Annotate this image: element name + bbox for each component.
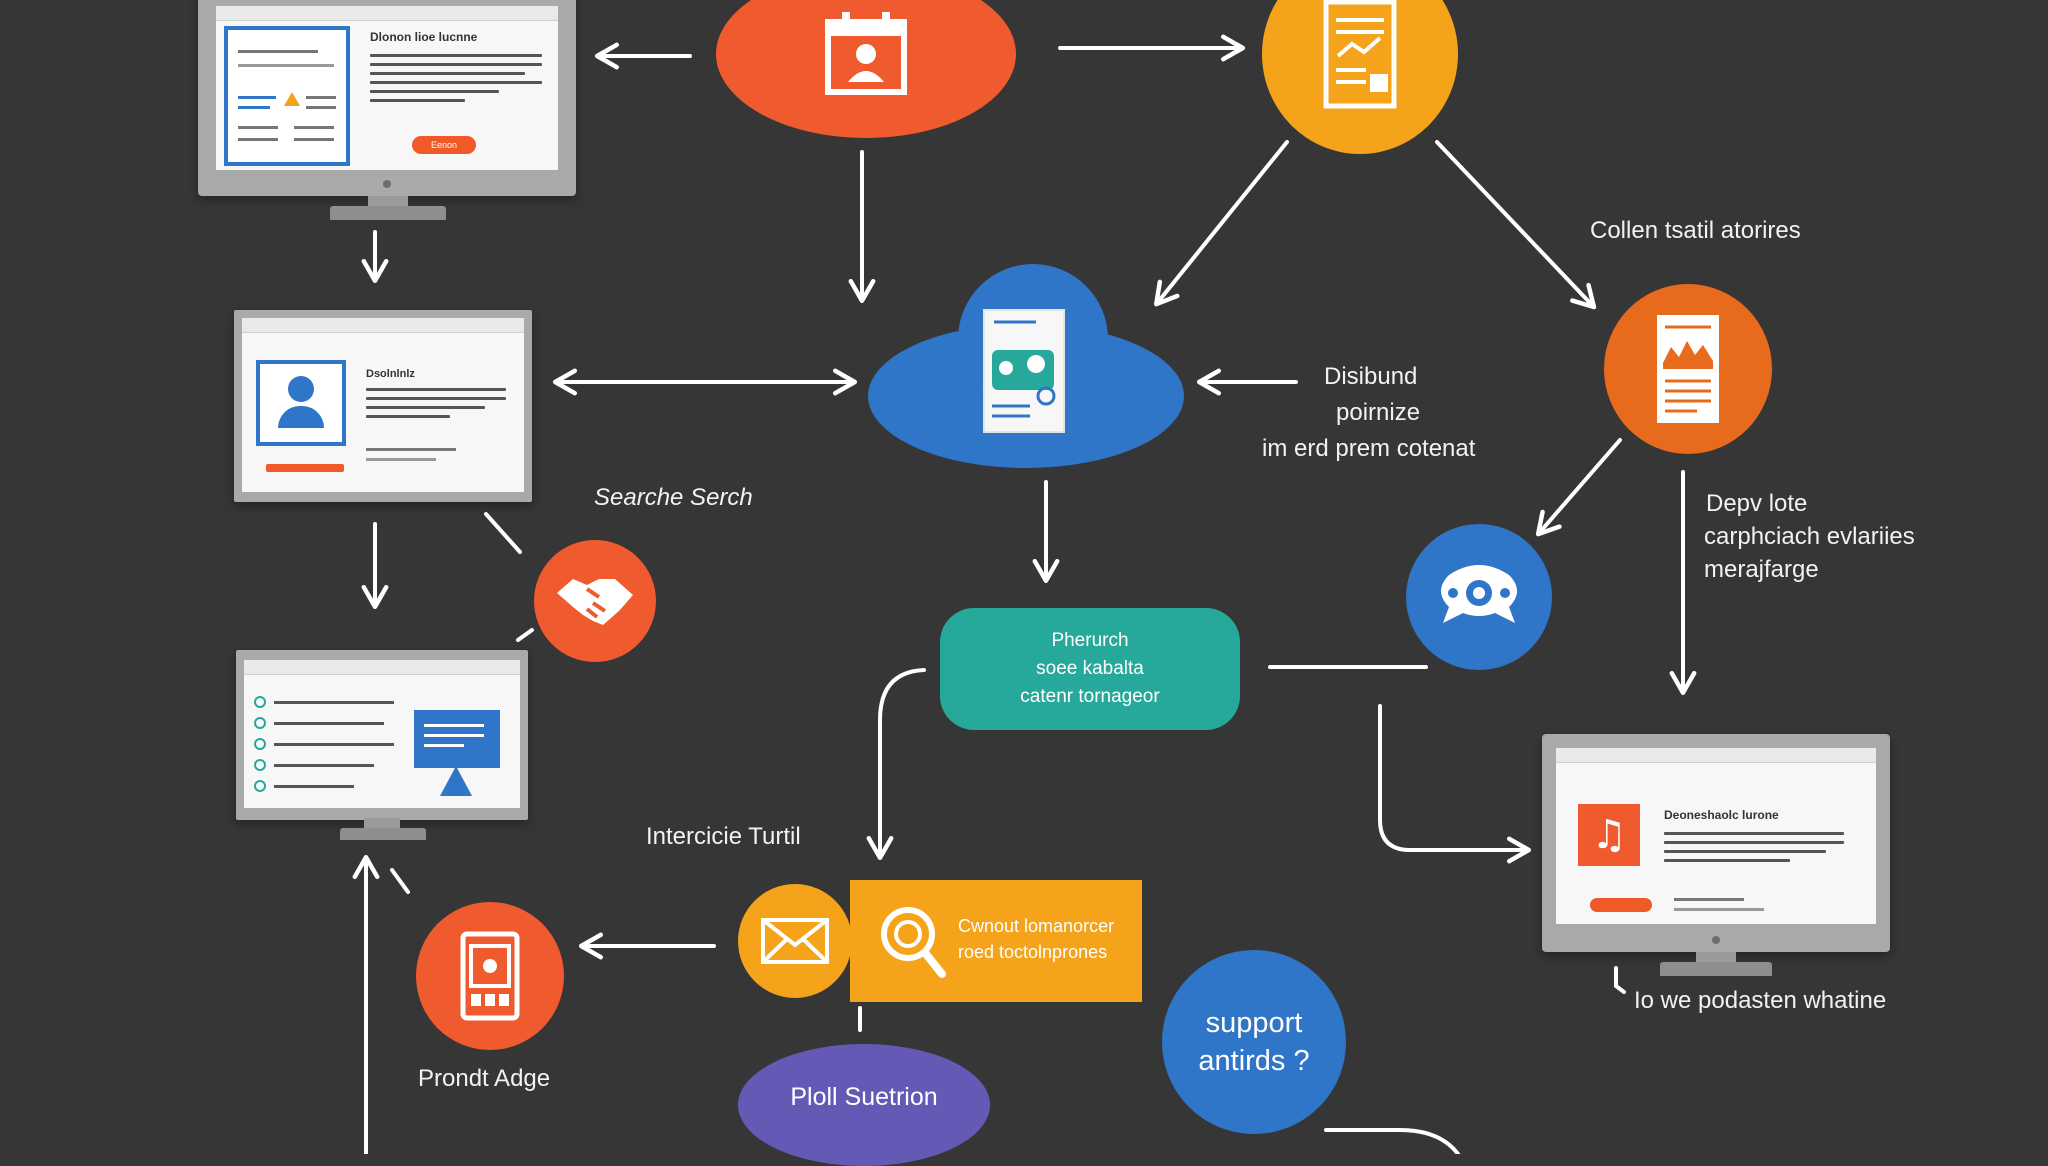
document-node (1262, 0, 1458, 154)
label-distributed-1: Disibund (1324, 363, 1418, 390)
monitor-screen: Dsolnlnlz (242, 318, 524, 492)
presenter-figure (440, 766, 472, 796)
monitor-text-lines (366, 388, 506, 424)
report-chart-node (1604, 284, 1772, 454)
arrow-support-outflow (1324, 1128, 1460, 1154)
document-chart-icon (1323, 0, 1397, 109)
monitor-screen (244, 660, 520, 808)
support-node: support antirds ? (1162, 950, 1346, 1134)
handshake-node (534, 540, 656, 662)
email-box-line-2: roed toctolnprones (958, 942, 1108, 962)
label-search: Searche Serch (594, 484, 753, 511)
browser-topbar (244, 660, 520, 675)
arrow-document-to-cloud (1154, 140, 1289, 307)
label-interactive: Intercicie Turtil (646, 823, 801, 850)
monitor-title: Dlonon lioe lucnne (370, 30, 478, 44)
calendar-node (716, 0, 1016, 138)
connector-handshake-monitor3 (516, 628, 534, 642)
monitor-screen: Dlonon lioe lucnne Eenon (216, 6, 558, 170)
monitor-stand-neck (364, 818, 400, 828)
connector-monitor2-handshake (484, 512, 522, 554)
teal-box-line-2: soee kabalta (1036, 658, 1144, 679)
monitor-webinar: ♫ Deoneshaolc lurone (1542, 734, 1890, 952)
teal-process-box: Pherurch soee kabalta catenr tornageor (940, 608, 1240, 730)
connector-monitor3-product (390, 868, 410, 894)
label-distributed-3: im erd prem cotenat (1262, 435, 1476, 462)
checklist (254, 696, 394, 792)
label-collect: Collen tsatil atorires (1590, 217, 1801, 244)
chat-node (1406, 524, 1552, 670)
label-deploy-2: carphciach evlariies (1704, 523, 1915, 550)
arrow-document-to-chart (1435, 140, 1597, 310)
monitor-stand-base (340, 828, 426, 840)
monitor-title: Dsolnlnlz (366, 368, 415, 380)
monitor-camera (1712, 936, 1720, 944)
profile-card (256, 360, 346, 446)
label-webinar: Io we podasten whatine (1634, 987, 1887, 1014)
monitor-top-left: Dlonon lioe lucnne Eenon (198, 0, 576, 196)
monitor-text-lines (1664, 832, 1844, 868)
label-product: Prondt Adge (418, 1065, 551, 1092)
monitor-stand-neck (368, 196, 408, 206)
monitor-stand-base (1660, 962, 1772, 976)
report-chart-icon (1657, 315, 1719, 423)
user-avatar-icon (288, 376, 314, 402)
magnifier-icon (881, 907, 946, 978)
product-node (416, 902, 564, 1050)
label-distributed-2: poirnize (1336, 399, 1421, 426)
monitor-middle-left: Dsolnlnlz (234, 310, 532, 502)
profile-button[interactable] (266, 464, 344, 472)
monitor-text-lines (370, 54, 542, 108)
presentation-board-icon (414, 710, 500, 768)
cloud-node (868, 264, 1184, 468)
calendar-user-icon (825, 12, 907, 95)
poll-node: Ploll Suetrion (738, 1044, 990, 1166)
monitor-stand-base (330, 206, 446, 220)
warning-icon (284, 92, 300, 106)
arrow-teal-to-email (866, 668, 926, 861)
arrow-teal-to-webinar (1378, 704, 1532, 864)
left-panel (224, 26, 350, 166)
poll-label: Ploll Suetrion (790, 1082, 938, 1111)
handshake-icon (557, 579, 633, 625)
chat-bubbles-icon (1441, 565, 1517, 623)
email-search-box: Cwnout lomanorcer roed toctolnprones (850, 880, 1142, 1002)
monitor-camera (383, 180, 391, 188)
music-note-icon: ♫ (1578, 804, 1640, 866)
product-tablet-icon (460, 931, 520, 1021)
teal-box-line-1: Pherurch (1051, 630, 1129, 651)
email-box-line-1: Cwnout lomanorcer (958, 916, 1115, 936)
connector-webinar-caption (1614, 966, 1626, 994)
label-deploy-1: Depv lote (1706, 490, 1808, 517)
support-line-1: support (1205, 1007, 1303, 1039)
arrow-chart-to-chat (1535, 438, 1622, 537)
envelope-icon (761, 918, 829, 964)
label-deploy-3: merajfarge (1704, 556, 1819, 583)
monitor-button[interactable]: Eenon (412, 136, 476, 154)
mobile-analytics-icon (983, 309, 1065, 433)
monitor-lower-left (236, 650, 528, 820)
monitor-screen: ♫ Deoneshaolc lurone (1556, 748, 1876, 924)
browser-topbar (242, 318, 524, 333)
monitor-stand-neck (1696, 952, 1736, 962)
email-node (738, 884, 852, 998)
support-line-2: antirds ? (1198, 1045, 1310, 1077)
webinar-button[interactable] (1590, 898, 1652, 912)
browser-topbar (1556, 748, 1876, 763)
teal-box-line-3: catenr tornageor (1020, 686, 1160, 707)
monitor-title: Deoneshaolc lurone (1664, 808, 1779, 822)
browser-topbar (216, 6, 558, 21)
